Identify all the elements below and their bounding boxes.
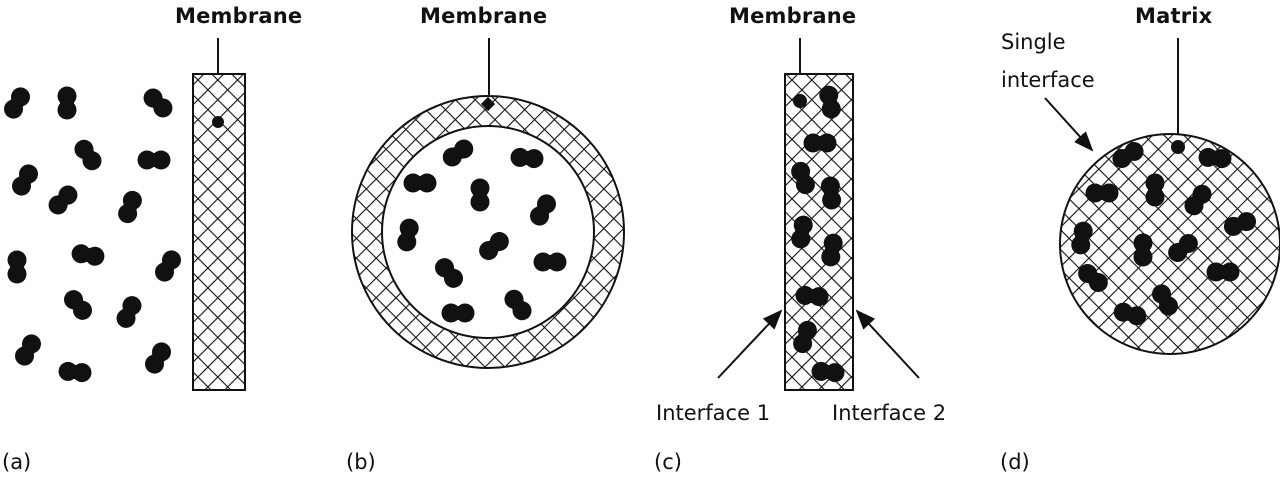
spherical-matrix bbox=[1059, 133, 1280, 355]
caption-d: (d) bbox=[1000, 450, 1030, 474]
membrane-label-c: Membrane bbox=[729, 4, 857, 28]
panel-b bbox=[351, 38, 625, 369]
membrane-label-b: Membrane bbox=[420, 4, 548, 28]
single-interface-label-line1: Single bbox=[1001, 30, 1066, 54]
caption-c: (c) bbox=[654, 450, 682, 474]
matrix-label-d: Matrix bbox=[1135, 4, 1213, 28]
interface-1-label: Interface 1 bbox=[656, 401, 771, 425]
membrane-label-a: Membrane bbox=[175, 4, 303, 28]
caption-a: (a) bbox=[2, 450, 32, 474]
molecules-a bbox=[0, 83, 185, 383]
panel-c bbox=[717, 38, 920, 391]
panel-d bbox=[1044, 38, 1280, 355]
single-interface-label-line2: interface bbox=[1001, 68, 1095, 92]
caption-b: (b) bbox=[346, 450, 376, 474]
panel-a bbox=[0, 38, 246, 391]
interface-2-label: Interface 2 bbox=[832, 401, 947, 425]
